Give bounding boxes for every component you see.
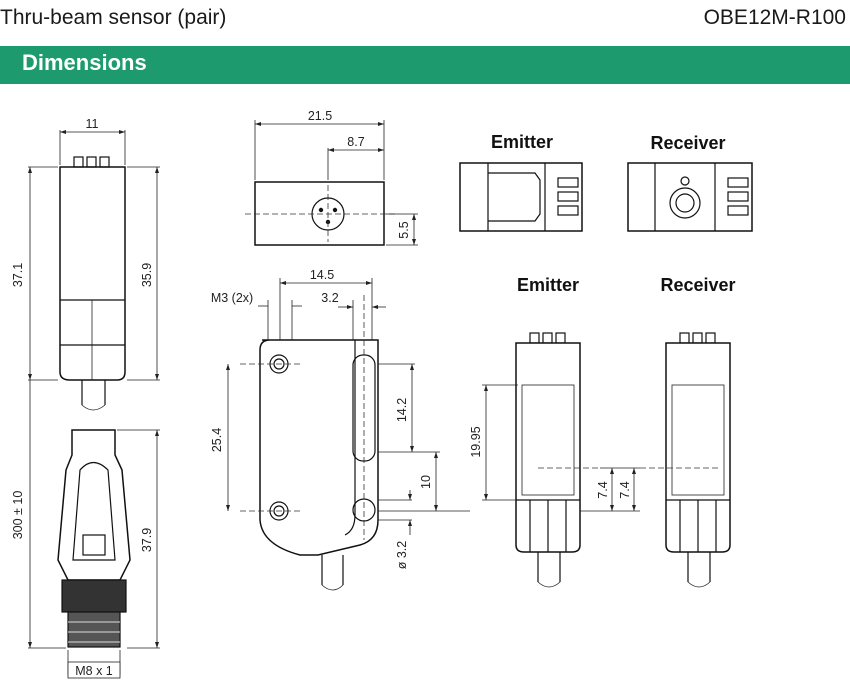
dim-19-95: 19.95	[469, 426, 483, 457]
dim-10: 10	[419, 475, 433, 489]
label-receiver-bottom: Receiver	[660, 275, 735, 295]
dim-5-5: 5.5	[397, 221, 411, 238]
dim-300: 300 ± 10	[11, 491, 25, 540]
dim-25-4: 25.4	[210, 428, 224, 452]
dim-21-5: 21.5	[308, 109, 332, 123]
dim-m8: M8 x 1	[75, 664, 113, 678]
label-emitter-top: Emitter	[491, 132, 553, 152]
dim-37-9: 37.9	[140, 528, 154, 552]
dim-7-4-receiver: 7.4	[618, 481, 632, 498]
emitter-side-view	[482, 332, 600, 588]
dim-35-9: 35.9	[140, 263, 154, 287]
page-title: Thru-beam sensor (pair)	[0, 6, 227, 29]
dim-11: 11	[86, 117, 99, 131]
receiver-top-view	[627, 162, 753, 232]
dim-3-2: 3.2	[321, 291, 338, 305]
section-banner: Dimensions	[0, 46, 850, 84]
dim-7-4-emitter: 7.4	[596, 481, 610, 498]
top-view-sensor	[245, 120, 418, 246]
dim-14-2: 14.2	[395, 398, 409, 422]
section-title: Dimensions	[22, 50, 147, 75]
front-view-sensor	[226, 278, 470, 591]
dim-14-5: 14.5	[310, 268, 334, 282]
label-emitter-bottom: Emitter	[517, 275, 579, 295]
page-header: Thru-beam sensor (pair) OBE12M-R100	[0, 0, 850, 40]
emitter-top-view	[459, 162, 583, 232]
receiver-side-view	[640, 332, 731, 588]
dim-37-1: 37.1	[11, 263, 25, 287]
label-receiver-top: Receiver	[650, 133, 725, 153]
dim-8-7: 8.7	[347, 135, 364, 149]
model-number: OBE12M-R100	[703, 6, 846, 29]
side-view-sensor	[28, 130, 160, 679]
dim-dia-3-2: ø 3.2	[395, 541, 409, 570]
dim-m3: M3 (2x)	[211, 291, 253, 305]
